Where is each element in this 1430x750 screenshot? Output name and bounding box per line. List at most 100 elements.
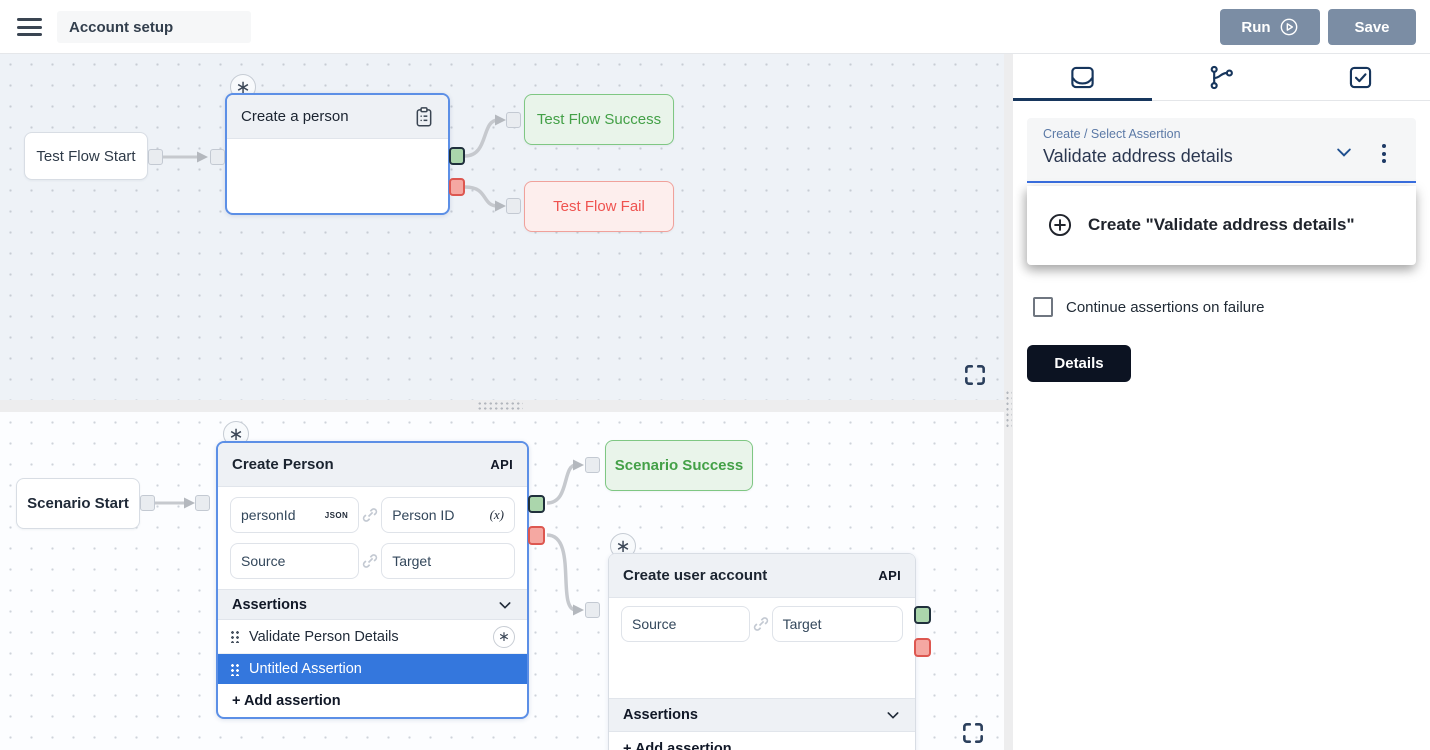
link-icon — [750, 615, 772, 633]
assertion-item-validate-person-details[interactable]: Validate Person Details ∗ — [218, 620, 527, 654]
chevron-down-icon — [497, 597, 513, 613]
add-assertion-label: + Add assertion — [623, 741, 732, 750]
play-circle-icon — [1280, 18, 1297, 36]
test-flow-start-out-port[interactable] — [148, 149, 163, 165]
assertions-section-header[interactable]: Assertions — [609, 698, 915, 732]
inbox-icon — [1071, 66, 1094, 88]
tab-flow-structure[interactable] — [1152, 54, 1291, 100]
create-user-account-fail-port[interactable] — [914, 638, 931, 657]
assertion-select-field[interactable]: Create / Select Assertion Validate addre… — [1027, 118, 1416, 183]
create-assertion-option[interactable]: Create "Validate address details" — [1027, 185, 1416, 265]
create-person-api-badge: API — [490, 457, 513, 472]
flow-title-input[interactable]: Account setup — [57, 11, 251, 43]
mapping-source-field[interactable]: personId JSON — [230, 497, 360, 533]
create-user-account-mapping-rows: Source Target — [609, 598, 915, 642]
create-user-account-header: Create user account API — [609, 554, 915, 598]
canvas-column: Test Flow Start ∗ Create a person — [0, 54, 1004, 750]
assertion-select-label: Create / Select Assertion — [1043, 127, 1181, 141]
tab-validation[interactable] — [1291, 54, 1430, 100]
node-test-flow-fail-label: Test Flow Fail — [553, 198, 645, 215]
function-badge: (x) — [489, 507, 504, 522]
assertion-select-value: Validate address details — [1043, 146, 1233, 166]
scenario-success-in-port[interactable] — [585, 457, 600, 473]
create-a-person-in-port[interactable] — [210, 149, 225, 165]
active-tab-indicator — [1013, 98, 1152, 101]
details-button-label: Details — [1054, 355, 1104, 372]
node-test-flow-start[interactable]: Test Flow Start — [24, 132, 148, 180]
panel-resize-divider[interactable] — [1004, 54, 1013, 750]
mapping-target-field[interactable]: Target — [381, 543, 515, 579]
test-flow-fail-in-port[interactable] — [506, 198, 521, 214]
panel-resize-handle-icon[interactable] — [1005, 390, 1012, 428]
create-user-account-in-port[interactable] — [585, 602, 600, 618]
continue-on-failure-row: Continue assertions on failure — [1033, 297, 1264, 317]
node-test-flow-fail[interactable]: Test Flow Fail — [524, 181, 674, 232]
node-create-user-account[interactable]: Create user account API Source Target — [608, 553, 916, 750]
mapping-source-field[interactable]: Source — [230, 543, 360, 579]
json-type-badge: JSON — [324, 510, 349, 520]
asterisk-icon: ∗ — [228, 424, 244, 444]
flow-icon — [1210, 65, 1233, 89]
assertions-title: Assertions — [232, 596, 307, 613]
node-create-person[interactable]: Create Person API personId JSON Person — [216, 441, 529, 719]
menu-hamburger-icon[interactable] — [17, 18, 42, 36]
kebab-menu-icon[interactable] — [1380, 142, 1388, 165]
asterisk-icon: ∗ — [498, 628, 510, 644]
node-create-a-person[interactable]: Create a person — [225, 93, 450, 215]
mapping-source-placeholder: Source — [632, 616, 677, 632]
link-icon — [359, 552, 381, 570]
run-button-label: Run — [1241, 18, 1271, 36]
plus-circle-icon — [1048, 213, 1072, 237]
node-scenario-start[interactable]: Scenario Start — [16, 478, 140, 529]
create-person-header: Create Person API — [218, 443, 527, 487]
mapping-source-field[interactable]: Source — [621, 606, 750, 642]
create-person-success-port[interactable] — [528, 495, 545, 513]
run-button[interactable]: Run — [1220, 9, 1320, 45]
mapping-target-placeholder: Target — [782, 616, 822, 632]
fit-view-icon-top[interactable] — [962, 362, 988, 388]
drag-handle-icon[interactable] — [230, 662, 239, 676]
add-assertion-button[interactable]: + Add assertion — [609, 732, 915, 750]
asterisk-icon: ∗ — [235, 77, 251, 97]
create-a-person-fail-port[interactable] — [449, 178, 465, 196]
divider-drag-handle-icon[interactable] — [477, 401, 523, 411]
assertion-item-untitled-assertion[interactable]: Untitled Assertion — [218, 654, 527, 684]
drag-handle-icon[interactable] — [230, 630, 239, 643]
mapping-target-field[interactable]: Person ID (x) — [381, 497, 515, 533]
node-test-flow-success[interactable]: Test Flow Success — [524, 94, 674, 145]
assertions-section-header[interactable]: Assertions — [218, 589, 527, 620]
test-flow-success-in-port[interactable] — [506, 112, 521, 128]
continue-on-failure-checkbox[interactable] — [1033, 297, 1053, 317]
canvas-split-divider[interactable] — [0, 400, 1004, 412]
check-square-icon — [1349, 66, 1372, 88]
scenario-start-out-port[interactable] — [140, 495, 155, 511]
test-flow-canvas[interactable]: Test Flow Start ∗ Create a person — [0, 54, 1004, 400]
chevron-down-icon[interactable] — [1334, 142, 1354, 162]
save-button[interactable]: Save — [1328, 9, 1416, 45]
fit-view-icon-bottom[interactable] — [960, 720, 986, 746]
tab-assertions[interactable] — [1013, 54, 1152, 100]
mapping-target-placeholder: Target — [392, 553, 432, 569]
mapping-row: personId JSON Person ID (x) — [230, 497, 515, 533]
asterisk-icon: ∗ — [615, 536, 631, 556]
create-user-account-title: Create user account — [623, 567, 768, 584]
create-a-person-success-port[interactable] — [449, 147, 465, 165]
details-button[interactable]: Details — [1027, 345, 1131, 382]
link-icon — [359, 506, 381, 524]
assertions-title: Assertions — [623, 707, 698, 723]
node-test-flow-start-label: Test Flow Start — [36, 147, 136, 165]
mapping-row: Source Target — [621, 606, 903, 642]
create-assertion-option-label: Create "Validate address details" — [1088, 215, 1355, 234]
clipboard-icon[interactable] — [414, 106, 434, 128]
create-user-account-success-port[interactable] — [914, 606, 931, 624]
create-person-fail-port[interactable] — [528, 526, 545, 545]
add-assertion-button[interactable]: + Add assertion — [218, 684, 527, 718]
node-scenario-success[interactable]: Scenario Success — [605, 440, 753, 491]
mapping-target-field[interactable]: Target — [771, 606, 903, 642]
create-person-in-port[interactable] — [195, 495, 210, 511]
mapping-source-value: personId — [241, 507, 296, 523]
create-a-person-header: Create a person — [227, 95, 448, 139]
scenario-canvas[interactable]: Scenario Start ∗ Create Person API perso… — [0, 412, 1004, 750]
mapping-row: Source Target — [230, 543, 515, 579]
assertion-item-label: Validate Person Details — [249, 628, 399, 645]
